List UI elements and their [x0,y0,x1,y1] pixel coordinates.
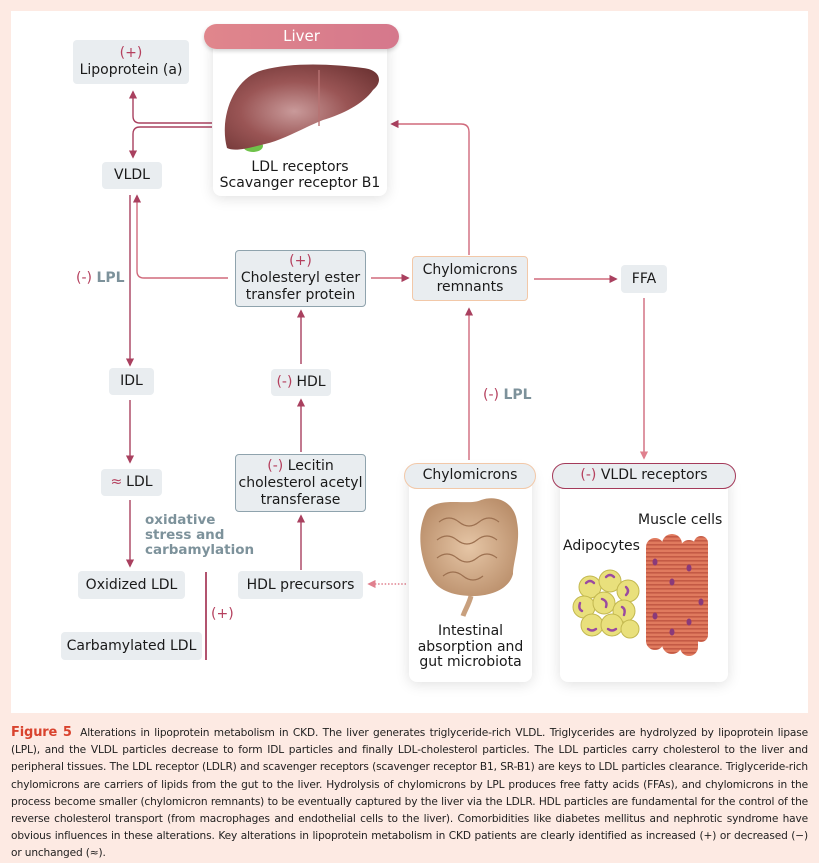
hdl-label: HDL [296,374,326,390]
chylomicrons-banner: Chylomicrons [404,463,536,489]
node-oxidized-ldl: Oxidized LDL [78,571,185,599]
oxidative-stress-label: oxidative stress and carbamylation [145,513,254,558]
node-hdl: (-) HDL [271,369,331,396]
lpa-modifier: (+) [119,45,143,61]
connector-layer [125,90,649,660]
node-hdl-precursors: HDL precursors [238,571,363,599]
lpl-left-modifier: (-) [76,270,92,286]
arrow-liver-to-lpa [128,90,212,124]
node-lipoprotein-a: (+) Lipoprotein (a) [73,40,189,84]
remnants-line1: Chylomicrons [422,261,518,278]
lcat-line3: transferase [260,491,341,508]
vldl-label: VLDL [114,167,150,183]
arrow-liver-to-vldl [128,126,212,159]
caption-text: Alterations in lipoprotein metabolism in… [11,727,808,860]
node-lcat: (-) Lecitin cholesterol acetyl transfera… [235,454,366,512]
hdl-modifier: (-) [276,374,293,390]
hdl-precursors-label: HDL precursors [246,576,355,593]
vldl-receptors-card: Muscle cells Adipocytes [560,472,728,682]
chylomicrons-card: Intestinal absorption and gut microbiota [409,470,532,682]
adipocytes-label: Adipocytes [563,538,640,554]
muscle-cells-illustration-icon [646,534,708,656]
node-vldl: VLDL [102,162,162,189]
cetp-line2: transfer protein [245,287,356,303]
liver-illustration-icon [224,64,379,152]
ffa-label: FFA [631,270,657,287]
vldlr-label: VLDL receptors [600,467,708,483]
node-ldl: ≈ LDL [101,469,162,496]
vldlr-modifier: (-) [580,467,597,483]
lpl-right-text: LPL [503,387,532,403]
node-cetp: (+) Cholesteryl ester transfer protein [235,250,366,307]
node-carbamylated-ldl: Carbamylated LDL [61,632,202,660]
chylo-line1: Intestinal [437,623,504,639]
arrow-cetp-to-vldl [132,194,228,279]
oxidative-line3: carbamylation [145,542,255,558]
node-chylomicron-remnants: Chylomicrons remnants [412,256,528,301]
lcat-line1-wrap: (-) Lecitin [267,458,333,475]
lpl-left-text: LPL [96,270,125,286]
muscle-cells-label: Muscle cells [638,512,723,528]
oxidative-line1: oxidative [145,512,216,528]
oxidized-ldl-label: Oxidized LDL [85,576,178,593]
liver-line1: LDL receptors [251,159,349,175]
liver-card: LDL receptors Scavanger receptor B1 [213,38,387,196]
arrow-remnants-to-liver [390,119,470,255]
lpl-right-modifier: (-) [483,387,499,403]
lcat-modifier: (-) [267,457,284,474]
intestine-illustration-icon [420,498,519,617]
lcat-line2: cholesterol acetyl [238,474,363,491]
figure-caption: Figure 5 Alterations in lipoprotein meta… [11,724,808,863]
lpa-label: Lipoprotein (a) [79,62,183,78]
lcat-line1: Lecitin [287,457,334,474]
figure-label: Figure 5 [11,725,72,740]
remnants-line2: remnants [436,278,504,295]
idl-label: IDL [120,373,143,389]
cetp-line1: Cholesteryl ester [240,270,361,286]
bracket-plus-label: (+) [211,606,234,622]
cetp-modifier: (+) [289,253,312,269]
liver-banner: Liver [204,24,399,49]
adipocytes-illustration-icon [572,569,640,639]
chylo-line2: absorption and [417,638,524,655]
vldl-receptors-banner: (-) VLDL receptors [552,463,736,489]
ldl-label: LDL [126,474,153,490]
chylo-line3: gut microbiota [419,654,522,670]
ldl-modifier: ≈ [110,474,123,490]
lpl-left-label: (-) LPL [76,270,125,286]
node-ffa: FFA [621,265,667,293]
node-idl: IDL [109,368,154,395]
liver-line2: Scavanger receptor B1 [219,175,381,191]
carbamylated-ldl-label: Carbamylated LDL [66,637,197,654]
lpl-right-label: (-) LPL [483,387,532,403]
oxidative-line2: stress and [145,527,225,543]
